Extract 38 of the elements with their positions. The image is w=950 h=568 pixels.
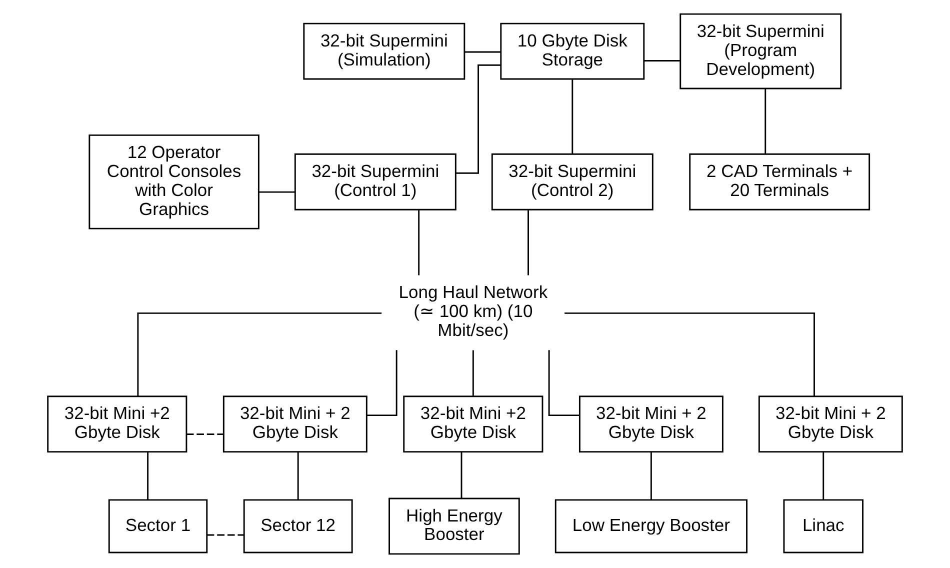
node-box: Low Energy Booster	[554, 499, 748, 554]
connector	[764, 89, 766, 154]
node-box: 32-bit Mini + 2 Gbyte Disk	[758, 396, 903, 453]
connector	[297, 452, 299, 500]
node-box: 32-bit Supermini (Control 2)	[491, 153, 654, 210]
connector	[572, 80, 574, 154]
connector	[460, 452, 462, 498]
node-box: Linac	[783, 499, 864, 554]
connector	[464, 51, 501, 53]
node-box: 32-bit Supermini (Simulation)	[303, 22, 466, 80]
connector	[147, 452, 149, 500]
connector	[456, 64, 501, 174]
node-box: High Energy Booster	[388, 498, 520, 555]
node-box: 2 CAD Terminals + 20 Terminals	[689, 153, 870, 210]
node-box: 12 Operator Control Consoles with Color Graphics	[88, 134, 260, 230]
connector	[366, 350, 398, 416]
connector	[644, 60, 680, 62]
node-box: 32-bit Supermini (Control 1)	[294, 153, 456, 210]
node-box: 32-bit Mini + 2 Gbyte Disk	[578, 396, 724, 453]
connector	[564, 312, 815, 396]
connector	[418, 210, 420, 276]
connector	[650, 452, 652, 500]
connector	[528, 210, 529, 276]
node-box: 32-bit Supermini (Program Development)	[680, 13, 842, 90]
node-box: Sector 1	[108, 499, 208, 554]
connector	[186, 434, 224, 436]
node-box: 32-bit Mini + 2 Gbyte Disk	[222, 396, 368, 453]
connector	[137, 312, 382, 396]
connector	[548, 350, 580, 416]
node-text: Long Haul Network (≃ 100 km) (10 Mbit/sec)	[398, 282, 548, 340]
connector	[207, 534, 244, 536]
connector	[472, 350, 474, 396]
node-box: Sector 12	[243, 499, 353, 554]
connector	[822, 452, 824, 500]
node-box: 32-bit Mini +2 Gbyte Disk	[403, 396, 544, 453]
node-box: 10 Gbyte Disk Storage	[500, 22, 645, 80]
connector	[258, 191, 295, 193]
node-box: 32-bit Mini +2 Gbyte Disk	[47, 396, 188, 453]
